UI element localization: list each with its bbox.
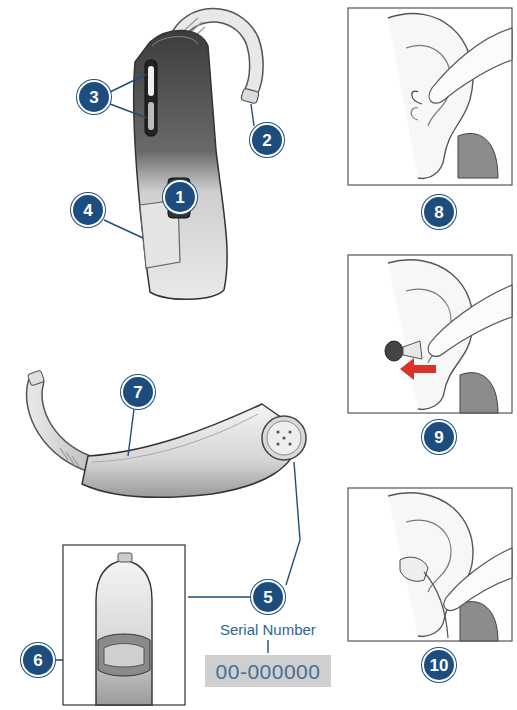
callout-number: 5 xyxy=(251,580,285,614)
callout-number: 9 xyxy=(422,420,456,454)
callout-text: 4 xyxy=(83,202,92,219)
callout-number: 8 xyxy=(422,195,456,229)
callout-number: 2 xyxy=(250,123,284,157)
upright-hearing-aid xyxy=(134,15,260,299)
leader-lines-top xyxy=(104,74,254,238)
callout-text: 8 xyxy=(434,204,443,221)
insertion-step-panel xyxy=(348,8,512,185)
callout-number: 10 xyxy=(422,648,456,682)
callout-number: 1 xyxy=(163,180,197,214)
serial-number: 00-000000 xyxy=(216,661,321,682)
insertion-step-panel xyxy=(348,488,512,641)
callout-text: 6 xyxy=(33,652,42,669)
callout-text: 2 xyxy=(262,132,271,149)
callout-text: 7 xyxy=(133,384,142,401)
callout-text: 5 xyxy=(263,589,272,606)
callout-text: 3 xyxy=(89,89,98,106)
callout-number: 3 xyxy=(77,80,111,114)
callout-number: 7 xyxy=(121,375,155,409)
serial-number-box: 00-000000 xyxy=(205,655,331,687)
part-label: Serial Number xyxy=(218,621,318,638)
callout-text: 1 xyxy=(175,189,184,206)
callout-number: 4 xyxy=(71,193,105,227)
side-hearing-aid xyxy=(27,370,306,497)
callout-text: 9 xyxy=(434,429,443,446)
callout-number: 6 xyxy=(21,643,55,677)
battery-door-inset xyxy=(63,545,185,705)
callout-text: 10 xyxy=(430,657,449,674)
insertion-step-panel xyxy=(348,255,512,413)
